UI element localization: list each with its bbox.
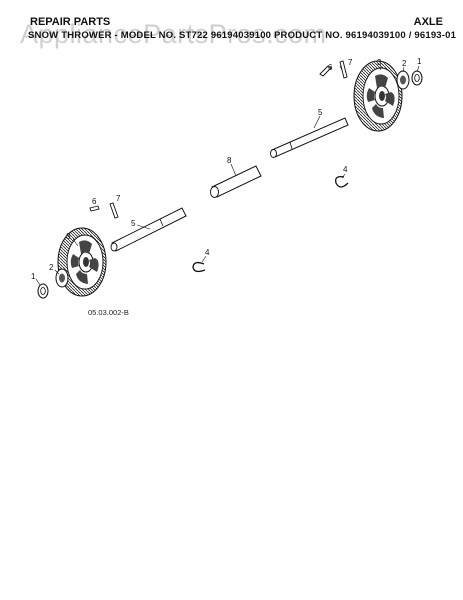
callout-1-right: 1 — [417, 57, 422, 66]
model-subtitle: SNOW THROWER - MODEL NO. ST722 961940391… — [28, 30, 457, 41]
clip-left — [192, 261, 206, 273]
washer-left — [37, 283, 49, 299]
bushing-left — [55, 268, 69, 288]
gear-right — [353, 60, 403, 132]
diagram-reference-code: 05.03.002-B — [88, 308, 129, 317]
bushing-right — [396, 70, 410, 90]
callout-4-right: 4 — [343, 165, 348, 174]
callout-2-left: 2 — [49, 263, 54, 272]
callout-8: 8 — [227, 156, 232, 165]
callout-6-right: 6 — [328, 63, 333, 72]
shaft-right — [270, 117, 349, 158]
clip-right — [335, 175, 349, 188]
callout-5-left: 5 — [131, 219, 136, 228]
callout-4-left: 4 — [205, 248, 210, 257]
watermark: AppliancePartsPros.com — [20, 19, 327, 49]
callout-7-left: 7 — [116, 194, 121, 203]
callout-3-left: 3 — [66, 232, 71, 241]
pins-right — [319, 60, 348, 79]
section-title: REPAIR PARTS — [30, 16, 111, 28]
washer-right — [411, 70, 423, 86]
callout-5-right: 5 — [318, 108, 323, 117]
gear-left — [57, 227, 107, 297]
callout-1-left: 1 — [31, 272, 36, 281]
shaft-left — [110, 207, 187, 252]
leader-lines — [35, 65, 420, 286]
pins-left — [89, 202, 119, 219]
callout-7-right: 7 — [348, 58, 353, 67]
callout-2-right: 2 — [402, 59, 407, 68]
assembly-title: AXLE — [413, 16, 443, 28]
callout-6-left: 6 — [92, 197, 97, 206]
shaft-center — [210, 165, 262, 198]
callout-3-right: 3 — [377, 58, 382, 67]
